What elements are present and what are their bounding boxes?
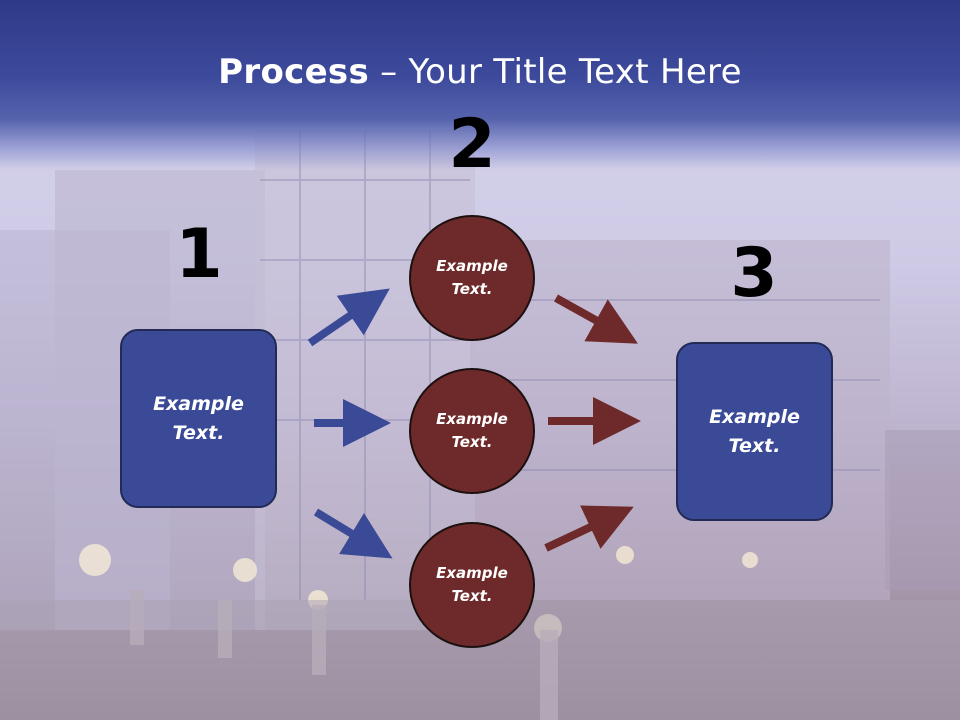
arrow-2-to-3-bottom bbox=[544, 505, 634, 552]
step-2-circle-middle: Example Text. bbox=[409, 368, 535, 494]
arrow-1-to-2-top bbox=[307, 288, 390, 347]
step-3-text: Example Text. bbox=[709, 405, 800, 457]
step-number-3: 3 bbox=[730, 234, 778, 313]
step-number-1: 1 bbox=[175, 215, 223, 294]
title-bold-part: Process bbox=[218, 52, 370, 92]
step-2-circle-text: Example Text. bbox=[436, 257, 508, 298]
step-2-circle-text: Example Text. bbox=[436, 410, 508, 451]
step-1-box: Example Text. bbox=[120, 329, 277, 508]
title-rest-part: – Your Title Text Here bbox=[369, 52, 742, 92]
step-2-circle-text: Example Text. bbox=[436, 564, 508, 605]
slide-title: Process – Your Title Text Here bbox=[0, 52, 960, 92]
step-2-circle-bottom: Example Text. bbox=[409, 522, 535, 648]
step-number-2: 2 bbox=[448, 105, 496, 184]
step-3-box: Example Text. bbox=[676, 342, 833, 521]
step-2-circle-top: Example Text. bbox=[409, 215, 535, 341]
title-band bbox=[0, 0, 960, 170]
arrow-1-to-2-bottom bbox=[313, 508, 393, 559]
step-1-text: Example Text. bbox=[153, 392, 244, 444]
arrow-2-to-3-top bbox=[554, 294, 638, 344]
